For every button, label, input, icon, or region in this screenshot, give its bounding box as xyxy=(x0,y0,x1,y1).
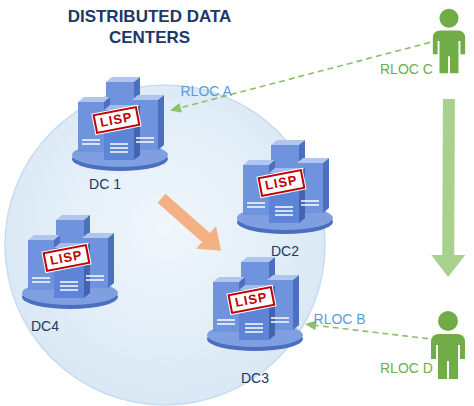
data-center-icon xyxy=(205,252,305,382)
person-icon xyxy=(428,305,468,385)
arrow-head xyxy=(170,103,182,113)
zone-title: DISTRIBUTED DATA CENTERS xyxy=(62,6,237,49)
connector-line xyxy=(162,198,207,238)
data-center-node: LISPDC4 xyxy=(20,210,120,335)
data-center-label: DC 1 xyxy=(55,176,155,192)
locator-label: RLOC D xyxy=(380,360,433,376)
arrow-head xyxy=(431,255,465,277)
server-cluster xyxy=(22,215,118,309)
connector xyxy=(431,99,465,277)
data-center-node: LISPDC 1 xyxy=(70,72,170,197)
data-center-icon xyxy=(20,210,120,335)
data-center-zone: DISTRIBUTED DATA CENTERSLISPDC 1LISPDC2L… xyxy=(3,6,333,406)
locator-label: RLOC A xyxy=(181,83,232,99)
connector xyxy=(162,198,222,250)
locator-label: RLOC C xyxy=(380,61,433,77)
person-figure xyxy=(433,9,465,74)
server-cluster xyxy=(237,140,333,234)
connector xyxy=(305,320,428,338)
arrow-head xyxy=(196,226,221,250)
data-center-icon xyxy=(235,135,335,260)
data-center-label: DC4 xyxy=(0,318,95,334)
connector-line xyxy=(315,325,428,338)
locator-label: RLOC B xyxy=(314,311,366,327)
data-center-label: DC3 xyxy=(205,370,305,386)
server-cluster xyxy=(207,257,303,351)
data-center-node: LISPDC3 xyxy=(205,252,305,382)
server-cluster xyxy=(72,77,168,171)
connector xyxy=(170,42,430,112)
data-center-node: LISPDC2 xyxy=(235,135,335,260)
connector-line xyxy=(180,42,430,108)
user-node: RLOC D xyxy=(428,305,468,385)
arrow-head xyxy=(305,320,317,330)
person-figure xyxy=(431,311,465,379)
connector-line xyxy=(442,99,455,256)
user-node: RLOC C xyxy=(430,5,468,77)
data-center-label: DC2 xyxy=(235,243,335,259)
person-icon xyxy=(430,5,468,77)
